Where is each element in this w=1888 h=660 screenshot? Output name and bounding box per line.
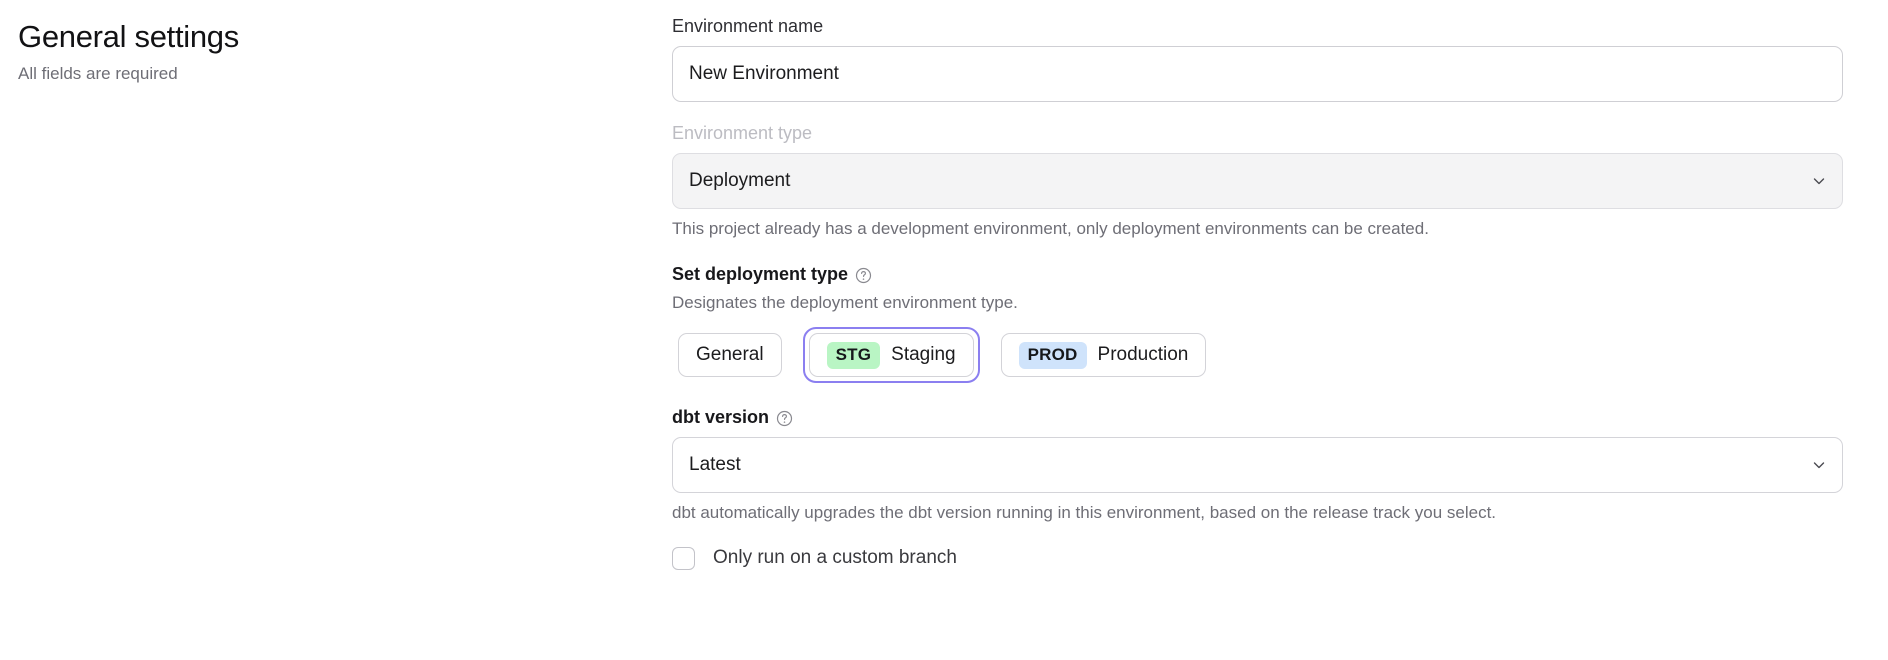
environment-type-select[interactable]: Deployment [672, 153, 1843, 209]
page-title: General settings [18, 19, 239, 54]
production-badge: PROD [1018, 341, 1087, 369]
dbt-version-label-row: dbt version [672, 405, 1843, 429]
deployment-option-production[interactable]: PROD Production [1000, 333, 1207, 377]
deployment-type-description: Designates the deployment environment ty… [672, 293, 1018, 312]
environment-type-help-text: This project already has a development e… [672, 219, 1429, 238]
environment-type-field: Environment type Deployment This project… [672, 121, 1843, 240]
deployment-option-staging-label: Staging [891, 344, 956, 365]
dbt-version-label: dbt version [672, 407, 770, 427]
dbt-version-select[interactable]: Latest [672, 437, 1843, 493]
environment-name-label: Environment name [672, 16, 824, 36]
dbt-version-help-text: dbt automatically upgrades the dbt versi… [672, 503, 1497, 522]
deployment-option-general-wrap: General [672, 327, 788, 383]
page-subtitle: All fields are required [18, 64, 178, 83]
deployment-option-staging[interactable]: STG Staging [808, 333, 974, 377]
dbt-version-select-value: Latest [672, 437, 1843, 493]
environment-type-select-value: Deployment [672, 153, 1843, 209]
environment-name-input[interactable] [672, 46, 1843, 102]
deployment-option-production-label: Production [1097, 344, 1189, 365]
custom-branch-row: Only run on a custom branch [672, 546, 1843, 570]
deployment-type-label-row: Set deployment type [672, 262, 1843, 286]
deployment-option-production-wrap: PROD Production [995, 327, 1213, 383]
deployment-type-field: Set deployment type Designates the deplo… [672, 262, 1843, 383]
deployment-type-options: General STG Staging PROD Production [672, 327, 1843, 383]
environment-type-label: Environment type [672, 123, 813, 143]
deployment-option-staging-wrap: STG Staging [802, 327, 980, 383]
question-mark-circle-icon[interactable] [776, 410, 793, 427]
environment-name-field: Environment name [672, 14, 1843, 102]
deployment-option-general-label: General [696, 344, 764, 365]
deployment-option-general[interactable]: General [678, 333, 782, 377]
custom-branch-checkbox[interactable] [672, 546, 695, 570]
question-mark-circle-icon[interactable] [855, 267, 872, 284]
dbt-version-field: dbt version Latest dbt automatica [672, 405, 1843, 524]
staging-badge: STG [826, 341, 881, 369]
deployment-type-label: Set deployment type [672, 264, 849, 284]
custom-branch-label: Only run on a custom branch [713, 547, 957, 568]
settings-header: General settings All fields are required [18, 18, 618, 85]
general-settings-form: Environment name Environment type Deploy… [672, 14, 1843, 570]
